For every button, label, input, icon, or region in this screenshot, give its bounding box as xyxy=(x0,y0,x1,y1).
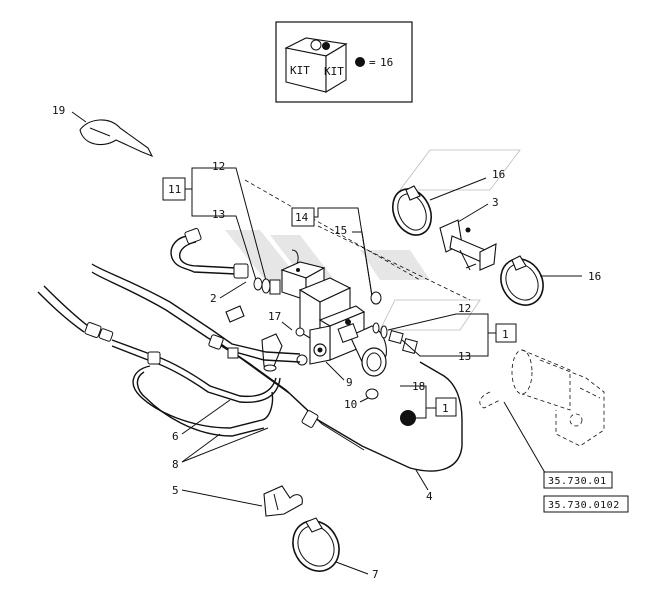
callout-13: 13 xyxy=(212,208,225,221)
hose-upper-left: 2 xyxy=(170,228,249,305)
callout-4: 4 xyxy=(426,490,433,503)
fittings-right xyxy=(370,291,418,354)
callout-10: 10 xyxy=(344,398,357,411)
part-16-clamp-top: 16 xyxy=(391,168,505,236)
callout-14: 14 xyxy=(295,211,309,224)
kit-label-left: KIT xyxy=(290,64,310,77)
fittings-left xyxy=(225,277,281,323)
callout-group-right: 12 13 1 xyxy=(387,302,517,363)
callout-16: 16 xyxy=(492,168,505,181)
callout-2: 2 xyxy=(210,292,217,305)
kit-dot-icon xyxy=(355,57,365,67)
callout-12: 12 xyxy=(212,160,225,173)
part-19-strap: 19 xyxy=(52,104,154,158)
callout-12b: 12 xyxy=(458,302,471,315)
kit-part-dot-icon xyxy=(400,410,416,426)
callout-6: 6 xyxy=(172,430,179,443)
part-7-clamp: 7 xyxy=(292,517,379,581)
reference-35-730-01: 35.730.01 xyxy=(548,476,607,487)
callout-7: 7 xyxy=(372,568,379,581)
kit-box-icon: KIT KIT xyxy=(284,37,348,93)
callout-5: 5 xyxy=(172,484,179,497)
callout-17: 17 xyxy=(268,310,281,323)
callout-group-left: 11 12 13 xyxy=(162,160,421,289)
callout-19: 19 xyxy=(52,104,65,117)
part-17-fitting: 17 xyxy=(261,310,293,372)
callout-3: 3 xyxy=(492,196,499,209)
valve-block xyxy=(280,261,387,377)
reference-35-730-0102: 35.730.0102 xyxy=(548,500,620,511)
callout-8: 8 xyxy=(172,458,179,471)
callout-1b: 1 xyxy=(502,328,509,341)
kit-equals: = xyxy=(369,56,376,69)
callout-16b: 16 xyxy=(588,270,601,283)
callout-1: 1 xyxy=(442,402,449,415)
callout-group-hoses: 6 8 4 5 xyxy=(172,399,433,507)
reference-boxes: 35.730.01 35.730.0102 xyxy=(543,471,629,513)
hoses-left xyxy=(37,263,463,472)
kit-number: 16 xyxy=(380,56,393,69)
callout-11: 11 xyxy=(168,183,181,196)
part-3-bracket: 3 xyxy=(439,196,499,271)
part-16-clamp-right: 16 xyxy=(500,255,601,306)
kit-label-right: KIT xyxy=(324,65,344,78)
part-5-clip xyxy=(263,485,303,517)
cylinder-dashed xyxy=(479,349,605,479)
callout-15: 15 xyxy=(334,224,347,237)
callout-group-bottom: 9 10 18 1 xyxy=(325,361,457,426)
callout-9: 9 xyxy=(346,376,353,389)
callout-group-top: 14 15 xyxy=(291,207,471,301)
kit-box: KIT KIT = 16 xyxy=(275,21,413,103)
